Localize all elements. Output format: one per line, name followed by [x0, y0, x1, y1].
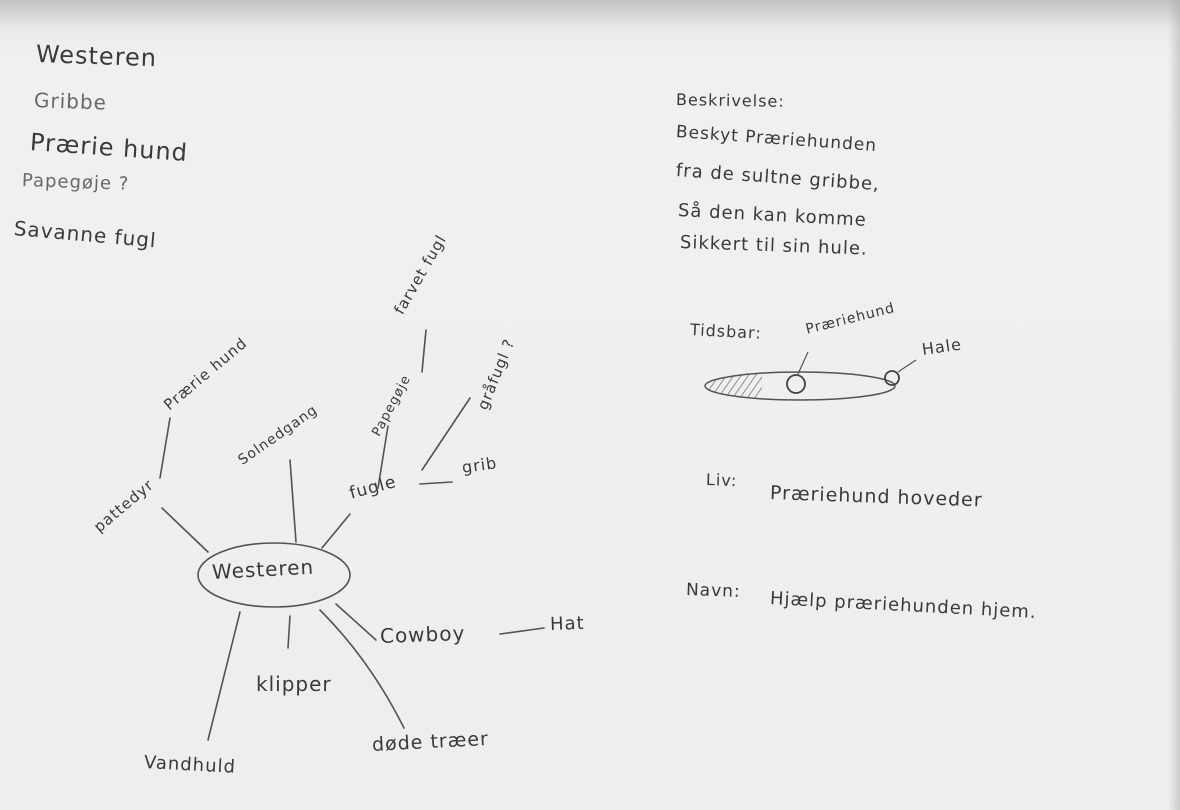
connector-grafugl: [421, 397, 471, 471]
paper-side-shadow: [1168, 0, 1180, 810]
connector-pattedyr: [161, 507, 209, 553]
timebar-start-pointer: [797, 351, 809, 375]
timebar-outline: [704, 371, 896, 401]
timebar-end-pointer: [897, 359, 917, 373]
prairie-dog-marker-icon: [786, 374, 806, 394]
connector-papegoje: [377, 425, 389, 489]
connector-fugle: [321, 513, 351, 549]
burrow-marker-icon: [884, 370, 900, 386]
node-klipper: klipper: [256, 672, 332, 696]
connector-grib: [419, 481, 453, 485]
connector-vandhuld: [207, 611, 241, 741]
lives-label: Liv:: [705, 470, 738, 491]
connector-cowboy: [335, 603, 377, 641]
connector-solnedgang: [289, 459, 297, 543]
center-bubble: [197, 542, 351, 608]
connector-klipper: [287, 615, 291, 649]
connector-dode-traeer: [319, 609, 405, 729]
connector-hat: [499, 627, 545, 635]
paper-edge-shadow: [0, 0, 1180, 30]
connector-praeriehund: [159, 417, 171, 479]
name-label: Navn:: [685, 580, 742, 602]
connector-farvet-fugl: [421, 329, 427, 373]
